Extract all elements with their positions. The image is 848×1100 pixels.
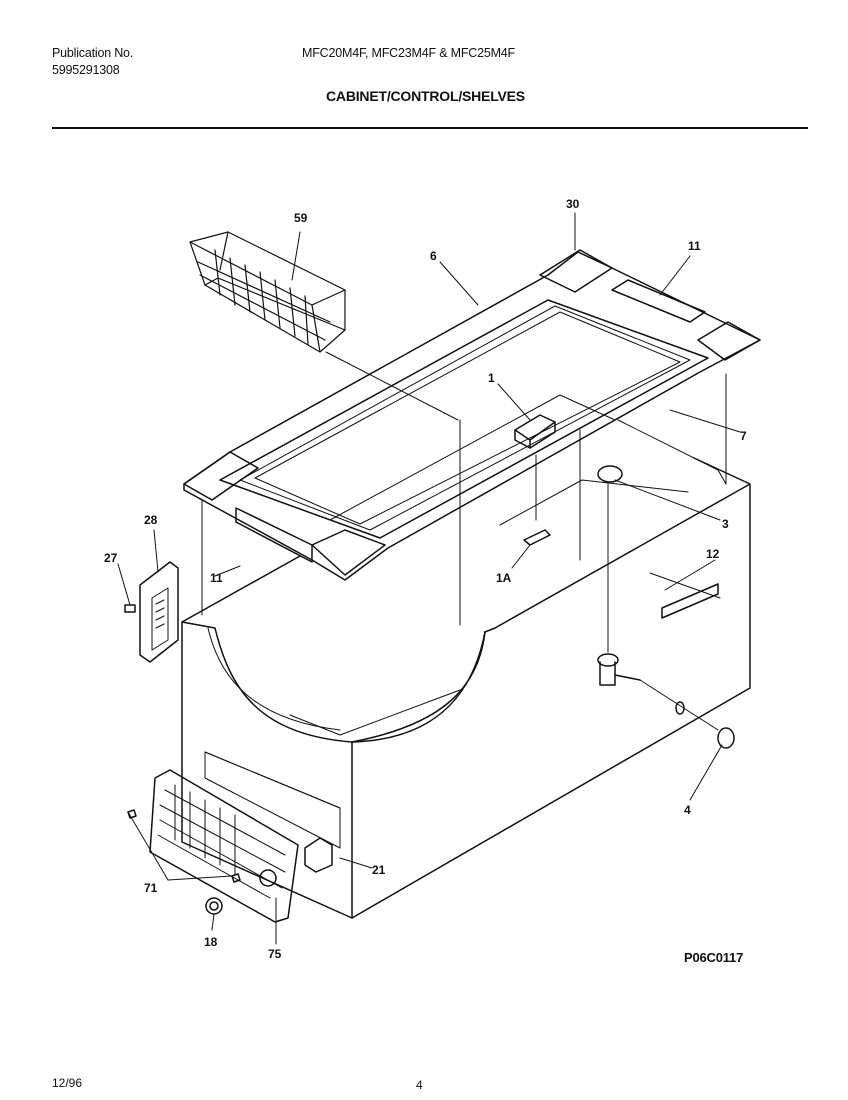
figure-code: P06C0117 [684, 950, 744, 965]
header-rule [52, 127, 808, 129]
callout-1a: 1A [496, 571, 512, 585]
callout-11-left: 11 [210, 571, 223, 585]
grommet [205, 897, 223, 915]
section-title: CABINET/CONTROL/SHELVES [326, 88, 525, 104]
callout-7: 7 [740, 429, 747, 443]
wire-basket [189, 231, 346, 353]
publication-number: 5995291308 [52, 63, 120, 77]
grille-screws [127, 809, 241, 883]
machine-compartment-grille [149, 751, 341, 923]
callout-28: 28 [144, 513, 158, 527]
callout-1: 1 [488, 371, 495, 385]
hinge-screw [124, 604, 136, 613]
model-numbers: MFC20M4F, MFC23M4F & MFC25M4F [302, 46, 515, 60]
callout-leaders [117, 212, 741, 945]
callout-12: 12 [706, 547, 720, 561]
callout-71: 71 [144, 881, 158, 895]
footer-date: 12/96 [52, 1076, 83, 1090]
callout-3: 3 [722, 517, 729, 531]
control-knob [523, 454, 551, 546]
rating-plate [649, 572, 721, 619]
callout-4: 4 [684, 803, 691, 817]
cabinet-body [181, 373, 751, 919]
callout-27: 27 [104, 551, 118, 565]
callout-75: 75 [268, 947, 282, 961]
page-number: 4 [416, 1078, 423, 1092]
lid-liner-frame [183, 249, 761, 581]
callout-6: 6 [430, 249, 437, 263]
relay-overload [304, 837, 333, 873]
lid-hinge [139, 561, 179, 663]
callout-11-top: 11 [688, 239, 701, 253]
temperature-control [514, 414, 556, 449]
callout-59: 59 [294, 211, 308, 225]
callout-18: 18 [204, 935, 218, 949]
callout-21: 21 [372, 863, 386, 877]
callout-30: 30 [566, 197, 580, 211]
drain-assembly [597, 465, 735, 749]
publication-label: Publication No. [52, 46, 134, 60]
